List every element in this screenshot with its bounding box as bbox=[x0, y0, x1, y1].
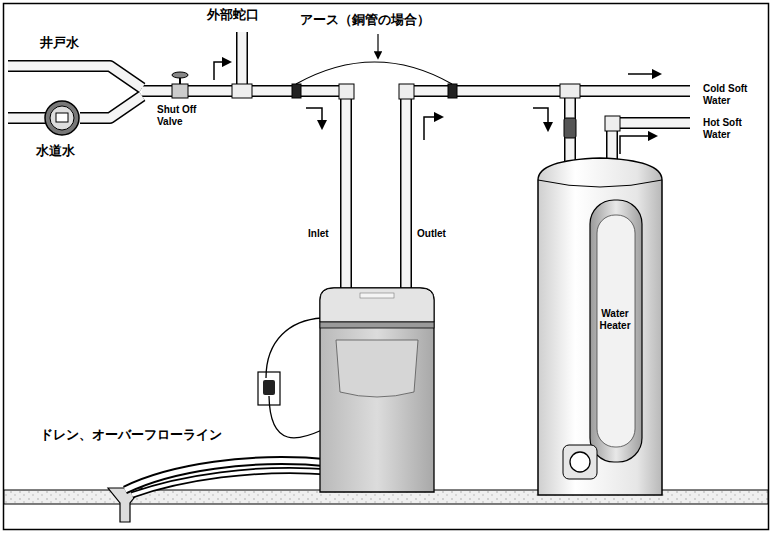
overflow-hose bbox=[132, 470, 330, 495]
outlet-label: Cold Soft Water bbox=[703, 83, 765, 106]
pipe-outline bbox=[236, 32, 248, 91]
water-heater: Water Heater bbox=[538, 158, 662, 495]
pipe-outline bbox=[142, 91, 346, 289]
source-label: 水道水 bbox=[36, 144, 75, 159]
elbow-fitting bbox=[399, 84, 414, 99]
pipe-outline bbox=[564, 91, 576, 162]
softener-logo bbox=[360, 293, 394, 298]
softener-lid bbox=[320, 288, 434, 322]
pipe bbox=[8, 114, 46, 123]
power-cord bbox=[266, 318, 322, 378]
pipe-outline bbox=[8, 112, 46, 124]
drain-label: ドレン、オーバーフローライン bbox=[40, 428, 222, 443]
pipe-outline bbox=[612, 123, 690, 162]
pipe bbox=[238, 32, 247, 91]
softener-panel bbox=[336, 340, 418, 397]
tee-fitting bbox=[560, 84, 580, 98]
pipe bbox=[142, 91, 346, 289]
pipe bbox=[612, 123, 690, 162]
access-port bbox=[570, 452, 590, 472]
tee-fitting bbox=[232, 84, 252, 98]
pipe-outline bbox=[80, 96, 142, 118]
valve-handle bbox=[172, 72, 188, 78]
ground-clamp bbox=[448, 84, 457, 98]
source-label: 井戸水 bbox=[40, 36, 79, 51]
faucet-label: 外部蛇口 bbox=[207, 8, 259, 23]
pipe-label: Inlet bbox=[308, 228, 329, 240]
meter-window bbox=[56, 113, 68, 122]
valve-label: Shut Off Valve bbox=[157, 104, 203, 127]
node-text: Water Heater bbox=[588, 308, 642, 332]
heater-valve bbox=[564, 118, 576, 138]
power-cord bbox=[269, 396, 322, 438]
water-meter bbox=[45, 101, 79, 135]
power-adapter bbox=[263, 380, 275, 395]
flow-arrows bbox=[214, 62, 660, 154]
meter-face bbox=[50, 106, 74, 130]
tank-top-edge bbox=[538, 180, 662, 187]
softener-band bbox=[320, 322, 434, 328]
pipe-label: Outlet bbox=[417, 228, 446, 240]
elbow-fitting bbox=[605, 116, 620, 131]
ground-label: アース（銅管の場合） bbox=[300, 13, 430, 28]
elbow-fitting bbox=[339, 84, 354, 99]
overflow-hose bbox=[132, 470, 330, 495]
valve-body bbox=[172, 84, 188, 98]
outlet-label: Hot Soft Water bbox=[703, 117, 765, 140]
leader-line bbox=[377, 34, 378, 58]
water-softener bbox=[320, 288, 434, 492]
pipe bbox=[8, 66, 142, 88]
water-heater-tank bbox=[538, 158, 662, 495]
pipe-outline bbox=[8, 66, 142, 88]
access-cover bbox=[563, 445, 597, 479]
ground-clamp bbox=[292, 84, 301, 98]
frame bbox=[4, 4, 769, 530]
ground-wire bbox=[296, 62, 452, 84]
pipe bbox=[80, 96, 142, 118]
